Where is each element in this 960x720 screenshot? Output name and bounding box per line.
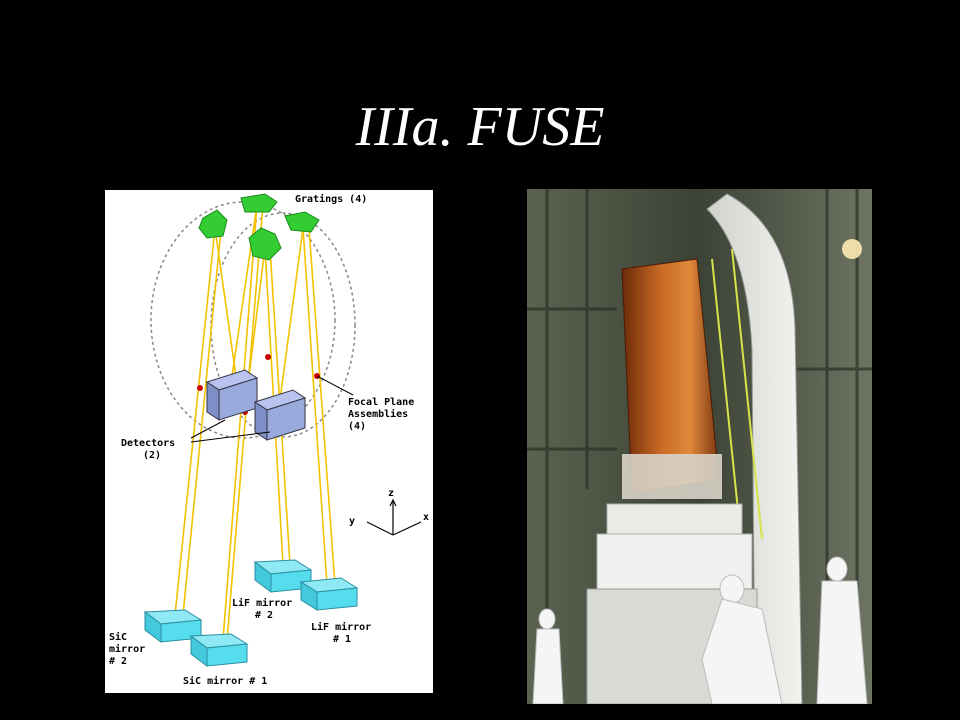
sic2-label: SiC xyxy=(109,631,127,643)
focal-plane-label: Assemblies xyxy=(348,408,408,420)
spacecraft-photo xyxy=(527,189,872,704)
lif2-label: # 2 xyxy=(255,610,273,621)
lif2-label: LiF mirror xyxy=(232,597,292,609)
rowland-circle xyxy=(150,201,336,439)
detectors-label: Detectors xyxy=(121,438,175,449)
detector-icons xyxy=(205,369,307,441)
gratings-label: Gratings (4) xyxy=(295,193,367,205)
axis-x-label: x xyxy=(423,512,429,523)
mirror-icons xyxy=(143,559,359,667)
axis-icon xyxy=(366,498,422,536)
lif1-label: LiF mirror xyxy=(311,621,371,633)
focal-plane-label: (4) xyxy=(348,421,366,432)
sic2-label: mirror xyxy=(109,643,145,655)
rowland-circle xyxy=(210,212,356,438)
light-rays xyxy=(174,204,336,641)
fuse-optical-diagram: Gratings (4) Focal Plane Assemblies (4) … xyxy=(105,190,433,693)
slide-title: IIIa. FUSE xyxy=(355,96,605,158)
axis-z-label: z xyxy=(388,488,394,499)
axis-y-label: y xyxy=(349,516,355,527)
focal-plane-label: Focal Plane xyxy=(348,397,414,408)
sic2-label: # 2 xyxy=(109,656,127,667)
technician-figures xyxy=(532,556,868,704)
grating-icons xyxy=(198,193,320,261)
sic1-label: SiC mirror # 1 xyxy=(183,675,267,687)
lif1-label: # 1 xyxy=(333,634,351,645)
detectors-label: (2) xyxy=(143,450,161,461)
